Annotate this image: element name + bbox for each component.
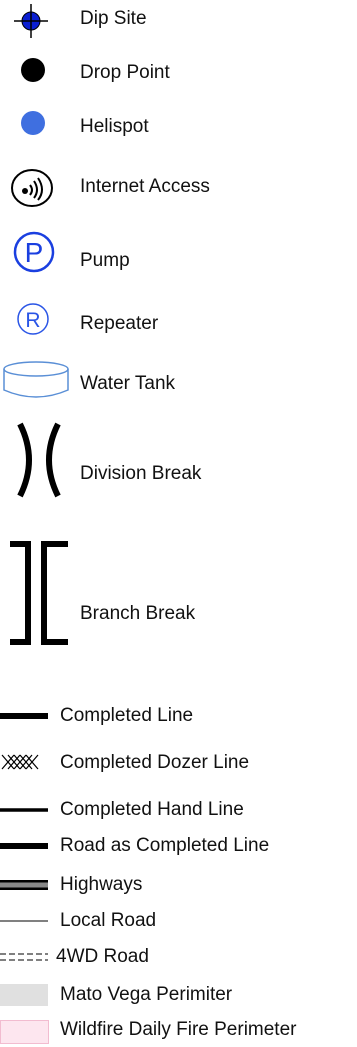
crosshair-dot-icon [14, 4, 48, 38]
legend-item-helispot: Helispot [0, 108, 357, 148]
legend-label: Branch Break [80, 603, 196, 624]
legend-item-completed-line: Completed Line [0, 704, 357, 728]
water-tank-icon [3, 361, 69, 398]
legend-label: Local Road [60, 910, 157, 931]
pink-fill-swatch-icon [0, 1020, 49, 1044]
legend-item-mato-vega-perimiter: Mato Vega Perimiter [0, 983, 357, 1009]
legend-label: 4WD Road [56, 946, 149, 967]
black-dot-icon [21, 58, 45, 82]
legend-item-water-tank: Water Tank [0, 360, 357, 404]
legend-item-completed-dozer-line: Completed Dozer Line [0, 751, 357, 775]
legend-item-completed-hand-line: Completed Hand Line [0, 798, 357, 822]
completed-line-icon [0, 713, 48, 719]
legend-item-wildfire-daily-fire-perimeter: Wildfire Daily Fire Perimeter [0, 1018, 357, 1046]
legend-label: Pump [80, 250, 130, 271]
svg-text:R: R [25, 309, 40, 332]
legend-item-repeater: R Repeater [0, 302, 357, 342]
division-break-icon [17, 422, 61, 498]
hand-line-icon [0, 808, 48, 812]
wifi-circle-icon [11, 169, 53, 207]
legend-item-4wd-road: 4WD Road [0, 945, 357, 969]
legend-item-road-as-completed-line: Road as Completed Line [0, 834, 357, 858]
legend-item-branch-break: Branch Break [0, 540, 357, 650]
legend-item-highways: Highways [0, 873, 357, 897]
svg-text:P: P [25, 237, 44, 268]
branch-break-icon [10, 541, 68, 645]
legend-item-drop-point: Drop Point [0, 55, 357, 95]
legend-label: Completed Line [60, 705, 194, 726]
legend-item-dip-site: Dip Site [0, 0, 357, 40]
legend-label: Helispot [80, 116, 149, 137]
highway-icon [0, 880, 48, 890]
legend-label: Water Tank [80, 373, 176, 394]
legend-label: Wildfire Daily Fire Perimeter [60, 1019, 297, 1040]
legend-item-pump: P Pump [0, 230, 357, 278]
blue-dot-icon [21, 111, 45, 135]
legend-label: Drop Point [80, 62, 170, 83]
legend-label: Completed Dozer Line [60, 752, 250, 773]
legend-label: Highways [60, 874, 143, 895]
dozer-line-icon [1, 754, 39, 770]
legend-label: Division Break [80, 463, 202, 484]
legend-label: Completed Hand Line [60, 799, 244, 820]
legend-item-local-road: Local Road [0, 909, 357, 933]
legend-label: Mato Vega Perimiter [60, 984, 233, 1005]
local-road-icon [0, 920, 48, 922]
repeater-r-icon: R [17, 303, 49, 335]
pump-p-icon: P [13, 231, 55, 273]
legend-item-internet-access: Internet Access [0, 165, 357, 209]
legend-label: Dip Site [80, 8, 147, 29]
grey-fill-swatch-icon [0, 984, 48, 1006]
legend-label: Internet Access [80, 176, 210, 197]
legend-label: Road as Completed Line [60, 835, 270, 856]
legend-item-division-break: Division Break [0, 420, 357, 500]
road-completed-line-icon [0, 843, 48, 849]
legend-label: Repeater [80, 313, 159, 334]
4wd-road-icon [0, 953, 48, 961]
